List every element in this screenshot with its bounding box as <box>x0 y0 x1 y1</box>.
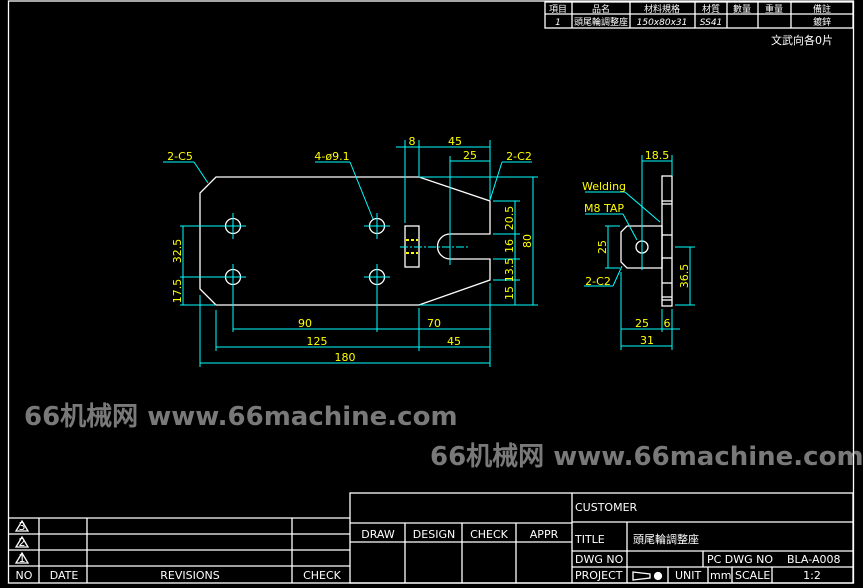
dim-32-5: 32.5 <box>171 239 184 264</box>
dim-180: 180 <box>335 351 356 364</box>
signoff-appr: APPR <box>530 528 559 541</box>
plate-outline <box>199 176 491 306</box>
row-remark: 鍍鋅 <box>813 16 831 28</box>
drawing-title: 頭尾輪調整座 <box>633 532 699 546</box>
dim-16: 16 <box>503 239 516 253</box>
unit-value: mm <box>710 569 731 582</box>
col-remark: 備註 <box>813 3 831 15</box>
dim-45-top: 45 <box>448 135 462 148</box>
row-material: SS41 <box>700 18 723 28</box>
col-qty: 數量 <box>733 3 751 15</box>
col-spec: 材料規格 <box>644 3 680 15</box>
title-label: TITLE <box>574 533 605 546</box>
callout-holes: 4-ø9.1 <box>314 150 349 163</box>
col-weight: 重量 <box>765 3 783 15</box>
signoff-check: CHECK <box>470 528 509 541</box>
quantity-note: 文武向各0片 <box>771 33 833 47</box>
col-item: 項目 <box>549 4 567 15</box>
rev-header-date: DATE <box>50 569 79 582</box>
title-block: DRAW DESIGN CHECK APPR CUSTOMER TITLE 頭尾… <box>349 492 854 584</box>
callout-m8-tap: M8 TAP <box>584 202 624 215</box>
dim-70: 70 <box>427 317 441 330</box>
watermark-right: 66机械网 www.66machine.com <box>430 442 863 472</box>
row-spec: 150x80x31 <box>637 18 688 28</box>
mounting-holes <box>224 217 386 286</box>
callout-welding: Welding <box>582 180 626 193</box>
side-view: 18.5 Welding M8 TAP 2-C2 25 36.5 25 6 31 <box>582 149 695 350</box>
dim-17-5: 17.5 <box>171 279 184 304</box>
revision-mark-3: 3 <box>19 520 26 533</box>
front-view: 2-C5 4-ø9.1 2-C2 8 45 25 20.5 16 13.5 15… <box>163 135 538 367</box>
dim-25-bottom: 25 <box>635 317 649 330</box>
row-item: 1 <box>555 18 561 28</box>
callout-chamfer-left: 2-C5 <box>167 150 193 163</box>
projection-symbol-icon <box>632 571 663 581</box>
dim-45-bottom: 45 <box>447 335 461 348</box>
col-name: 品名 <box>592 3 610 15</box>
scale-label: SCALE <box>735 569 770 582</box>
revision-mark-2: 2 <box>19 536 26 549</box>
signoff-design: DESIGN <box>413 528 455 541</box>
unit-label: UNIT <box>675 569 702 582</box>
dim-125: 125 <box>307 335 328 348</box>
callout-chamfer-right: 2-C2 <box>506 150 532 163</box>
project-label: PROJECT <box>575 569 623 582</box>
dim-18-5: 18.5 <box>645 149 670 162</box>
drawing-frame <box>7 0 855 584</box>
dwg-no-label: DWG NO <box>575 553 624 566</box>
signoff-draw: DRAW <box>361 528 395 541</box>
rev-header-no: NO <box>16 569 33 582</box>
watermark-left: 66机械网 www.66machine.com <box>24 402 458 432</box>
dim-90: 90 <box>298 317 312 330</box>
dim-80: 80 <box>521 234 534 248</box>
revision-mark-1: 1 <box>19 552 26 565</box>
revision-block: 3 2 1 NO DATE REVISIONS CHECK <box>8 517 350 583</box>
dim-13-5: 13.5 <box>503 258 516 283</box>
pc-dwg-no-label: PC DWG NO <box>707 553 773 566</box>
dim-31: 31 <box>640 334 654 347</box>
dim-25-side: 25 <box>596 240 609 254</box>
col-material: 材質 <box>702 3 720 15</box>
dim-25-top: 25 <box>463 149 477 162</box>
dim-36-5: 36.5 <box>678 264 691 289</box>
dim-15: 15 <box>503 286 516 300</box>
rev-header-check: CHECK <box>303 569 342 582</box>
dim-8: 8 <box>409 135 416 148</box>
pc-dwg-no-value: BLA-A008 <box>787 553 840 566</box>
row-name: 頭尾輪調整座 <box>574 16 628 28</box>
side-block <box>620 225 663 269</box>
dim-6: 6 <box>664 317 671 330</box>
customer-label: CUSTOMER <box>575 501 638 514</box>
callout-chamfer-side: 2-C2 <box>585 275 611 288</box>
rev-header-revisions: REVISIONS <box>160 569 219 582</box>
parts-table: 項目 品名 材料規格 材質 數量 重量 備註 1 頭尾輪調整座 150x80x3… <box>544 1 854 29</box>
dim-20-5: 20.5 <box>503 206 516 231</box>
scale-value: 1:2 <box>803 569 821 582</box>
side-plate <box>661 175 673 307</box>
